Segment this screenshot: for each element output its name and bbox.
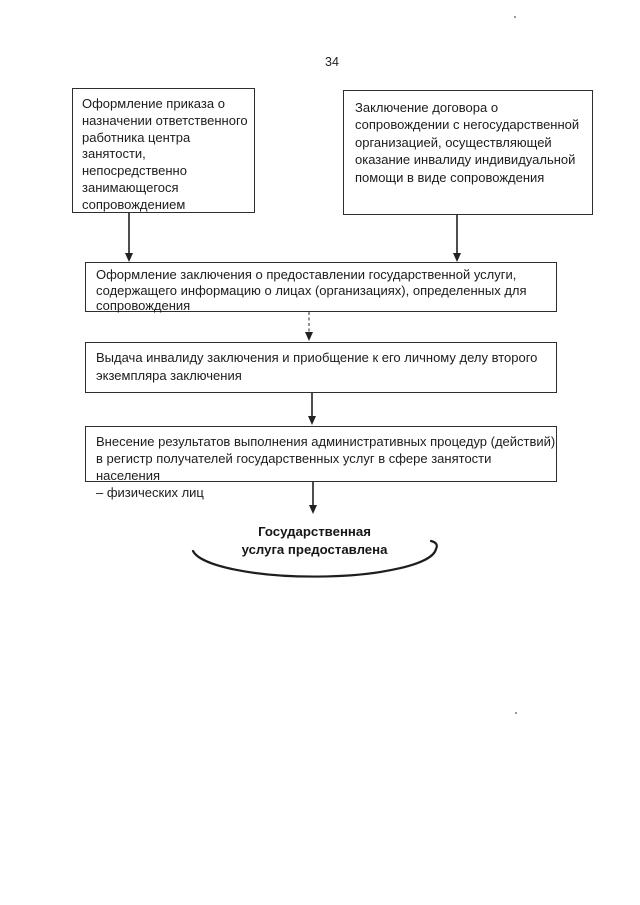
page-number: 34: [325, 55, 339, 69]
arrow-register-to-terminator: [309, 482, 317, 514]
arrow-top-left-to-conclusion: [125, 213, 133, 262]
flow-node-conclusion-preparation: Оформление заключения о предоставлении г…: [85, 262, 557, 313]
flow-node-contract-ngo: Заключение договора о сопровождении с не…: [343, 90, 593, 215]
arrow-delivery-to-register: [308, 393, 316, 425]
flow-terminator-service-provided: Государственная услуга предоставлена: [241, 524, 388, 557]
flow-node-register-entry: Внесение результатов выполнения админист…: [85, 426, 557, 500]
arrow-top-right-to-conclusion: [453, 215, 461, 262]
scan-artifact-dot: [514, 16, 516, 18]
flow-node-order-appointment: Оформление приказа о назначении ответств…: [72, 88, 255, 213]
scan-artifact-dot: [515, 712, 517, 714]
arrow-conclusion-to-delivery: [305, 312, 313, 341]
terminator-ellipse-arc: [191, 539, 438, 578]
flow-node-conclusion-delivery: Выдача инвалиду заключения и приобщение …: [85, 342, 557, 393]
